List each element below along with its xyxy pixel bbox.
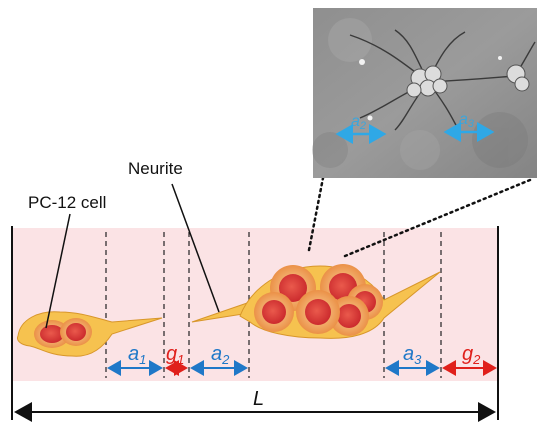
pc12-cell-cluster (239, 264, 441, 339)
inset-label-a2: a2 (351, 113, 366, 132)
label-a1: a1 (128, 343, 146, 367)
neurite-label: Neurite (128, 159, 183, 178)
label-g1: g1 (166, 343, 184, 367)
length-label: L (253, 388, 264, 410)
micrograph-inset: a2 a3 (312, 8, 537, 178)
label-a2: a2 (211, 343, 230, 367)
cell-pointer (45, 213, 71, 329)
neurite-pointer (171, 183, 220, 313)
label-g2: g2 (462, 343, 481, 367)
pc12-cell-left (17, 311, 163, 357)
label-a3: a3 (403, 343, 422, 367)
inset-connector-left (307, 176, 325, 252)
inset-label-a3: a3 (459, 111, 475, 130)
cell-label: PC-12 cell (28, 193, 106, 212)
